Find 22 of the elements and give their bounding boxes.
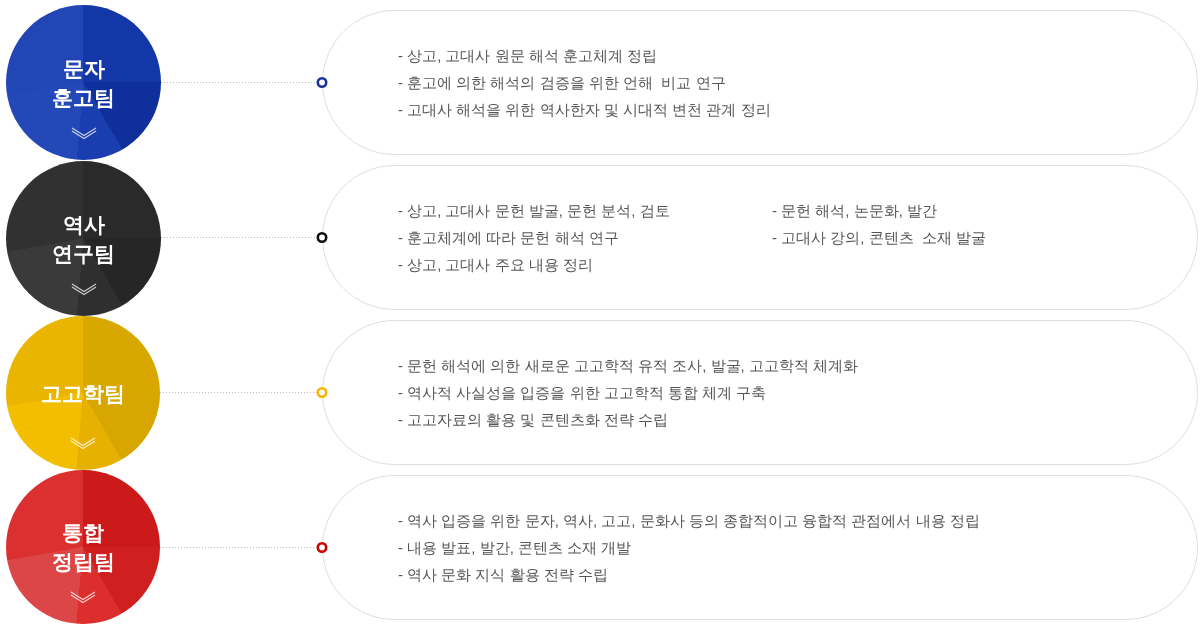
team-name: 통합 정립팀 <box>50 520 116 575</box>
bullet-item: - 훈고체계에 따라 문헌 해석 연구 <box>398 228 620 248</box>
bullet-item: - 문헌 해석, 논문화, 발간 <box>772 201 938 221</box>
bullet-item: - 고대사 강의, 콘텐츠 소재 발굴 <box>772 228 987 248</box>
dotted-connector <box>159 387 328 398</box>
bullet-item: - 내용 발표, 발간, 콘텐츠 소재 개발 <box>398 538 633 558</box>
dotted-connector <box>160 232 328 243</box>
bullet-item: - 상고, 고대사 문헌 발굴, 문헌 분석, 검토 <box>398 201 670 221</box>
bullet-item: - 역사적 사실성을 입증을 위한 고고학적 통합 체계 구축 <box>398 383 768 403</box>
bullet-item: - 고고자료의 활용 및 콘텐츠화 전략 수립 <box>398 410 669 430</box>
bullet-item: - 고대사 해석을 위한 역사한자 및 시대적 변천 관계 정리 <box>398 100 771 120</box>
dotted-connector <box>159 542 328 553</box>
bullet-item: - 역사 입증을 위한 문자, 역사, 고고, 문화사 등의 종합적이고 융합적 관점에서 내용 정립 <box>398 511 980 531</box>
bullet-item: - 문헌 해석에 의한 새로운 고고학적 유적 조사, 발굴, 고고학적 체계화 <box>398 356 858 376</box>
bullet-item: - 훈고에 의한 해석의 검증을 위한 언해 비교 연구 <box>398 73 727 93</box>
team-name: 역사 연구팀 <box>51 211 116 267</box>
team-name: 문자 훈고팀 <box>51 55 116 111</box>
bullet-item: - 상고, 고대사 주요 내용 정리 <box>398 255 594 275</box>
team-name: 고고학팀 <box>40 380 126 407</box>
bullet-item: - 역사 문화 지식 활용 전략 수립 <box>398 565 609 585</box>
bullet-item: - 상고, 고대사 원문 해석 훈고체계 정립 <box>398 46 659 66</box>
dotted-connector <box>160 77 328 88</box>
